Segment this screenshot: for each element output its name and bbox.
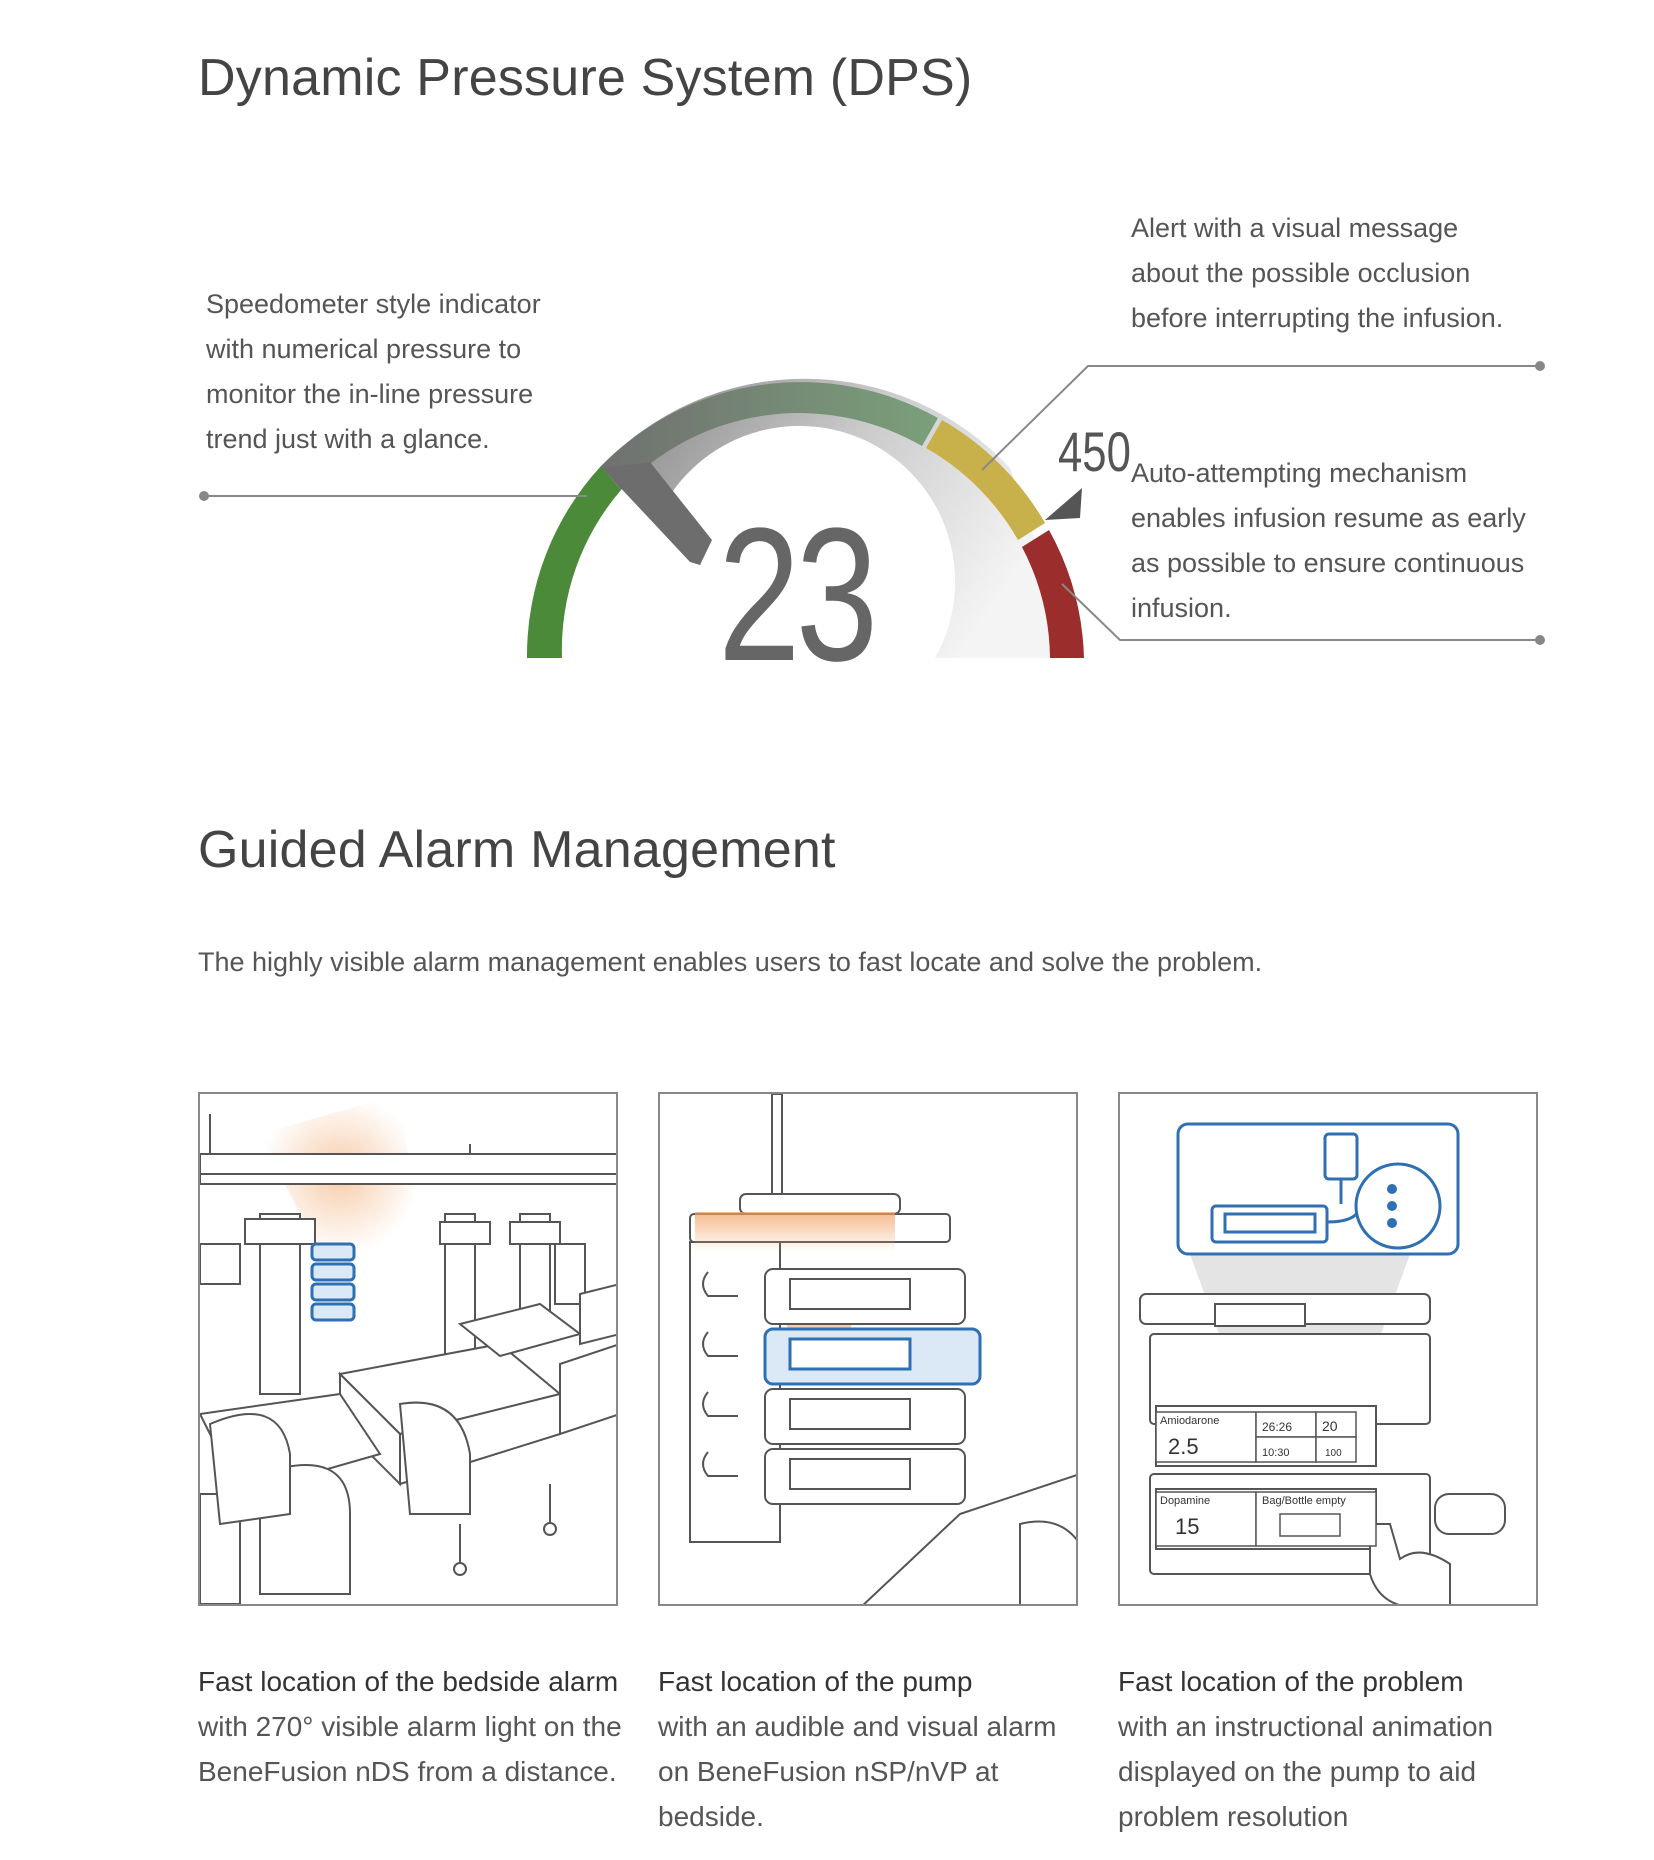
text-line: monitor the in-line pressure bbox=[206, 379, 534, 409]
caption-line: with an instructional animation bbox=[1118, 1711, 1494, 1742]
dps-right-bottom-description: Auto-attempting mechanism enables infusi… bbox=[1131, 451, 1571, 631]
pressure-gauge bbox=[199, 361, 1545, 658]
gauge-needle bbox=[602, 462, 712, 565]
drug-value-1: 2.5 bbox=[1168, 1434, 1199, 1459]
caption-line: with 270° visible alarm light on the bbox=[198, 1711, 622, 1742]
text-line: Alert with a visual message bbox=[1131, 213, 1459, 243]
drug-value-2: 15 bbox=[1175, 1514, 1199, 1539]
gam-title: Guided Alarm Management bbox=[198, 821, 836, 879]
gauge-green-zone bbox=[526, 466, 621, 658]
bedside-alarm-illustration bbox=[198, 1092, 618, 1606]
dps-left-description: Speedometer style indicator with numeric… bbox=[206, 282, 586, 462]
text-line: trend just with a glance. bbox=[206, 424, 490, 454]
caption-title: Fast location of the problem bbox=[1118, 1666, 1464, 1697]
caption-title: Fast location of the bedside alarm bbox=[198, 1666, 619, 1697]
pump-stack-drawing bbox=[689, 1094, 1076, 1604]
caption-problem: Fast location of the problem with an ins… bbox=[1118, 1660, 1558, 1839]
caption-line: BeneFusion nDS from a distance. bbox=[198, 1756, 617, 1787]
text-line: enables infusion resume as early bbox=[1131, 503, 1526, 533]
time-b: 10:30 bbox=[1262, 1447, 1290, 1459]
text-line: about the possible occlusion bbox=[1131, 258, 1471, 288]
gauge-gray-zone bbox=[601, 382, 938, 490]
time-a: 26:26 bbox=[1262, 1420, 1292, 1434]
gauge-red-zone bbox=[1022, 530, 1084, 658]
pump-alarm-illustration bbox=[658, 1092, 1078, 1606]
text-line: infusion. bbox=[1131, 593, 1232, 623]
dps-title: Dynamic Pressure System (DPS) bbox=[198, 49, 973, 107]
dps-right-top-description: Alert with a visual message about the po… bbox=[1131, 206, 1571, 341]
caption-line: with an audible and visual alarm bbox=[658, 1711, 1057, 1742]
alert-text: Bag/Bottle empty bbox=[1262, 1495, 1346, 1507]
pump-screen-drawing: Amiodarone 2.5 26:26 10:30 20 100 Dopami… bbox=[1139, 1122, 1506, 1604]
ward-drawing bbox=[200, 1094, 616, 1604]
text-line: with numerical pressure to bbox=[206, 334, 522, 364]
rate-1: 20 bbox=[1322, 1418, 1338, 1434]
gauge-limit: 450 bbox=[1058, 420, 1131, 483]
text-line: Speedometer style indicator bbox=[206, 289, 541, 319]
caption-bedside-alarm: Fast location of the bedside alarm with … bbox=[198, 1660, 638, 1794]
caption-pump: Fast location of the pump with an audibl… bbox=[658, 1660, 1098, 1839]
text-line: before interrupting the infusion. bbox=[1131, 303, 1504, 333]
gauge-value: 23 bbox=[718, 489, 878, 701]
drug-name-1: Amiodarone bbox=[1160, 1415, 1219, 1427]
limit-marker bbox=[1045, 488, 1082, 520]
caption-line: problem resolution bbox=[1118, 1801, 1349, 1832]
text-line: as possible to ensure continuous bbox=[1131, 548, 1525, 578]
problem-animation-illustration: Amiodarone 2.5 26:26 10:30 20 100 Dopami… bbox=[1118, 1092, 1538, 1606]
caption-line: displayed on the pump to aid bbox=[1118, 1756, 1477, 1787]
caption-line: on BeneFusion nSP/nVP at bedside. bbox=[658, 1756, 999, 1832]
percent-1: 100 bbox=[1325, 1448, 1342, 1459]
gam-intro: The highly visible alarm management enab… bbox=[198, 947, 1263, 977]
text-line: Auto-attempting mechanism bbox=[1131, 458, 1468, 488]
drug-name-2: Dopamine bbox=[1160, 1495, 1210, 1507]
caption-title: Fast location of the pump bbox=[658, 1666, 973, 1697]
gauge-yellow-zone bbox=[926, 420, 1045, 540]
